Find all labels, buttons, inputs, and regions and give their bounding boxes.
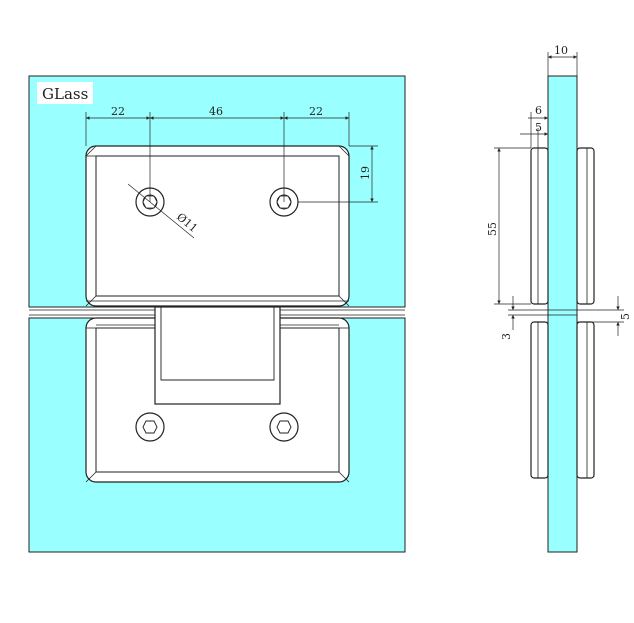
dim-left-offset: 22 bbox=[111, 105, 125, 118]
side-view: 10 6 5 55 3 5 bbox=[486, 44, 632, 553]
hinge-plate-top bbox=[85, 145, 350, 307]
screw-hole-bottom-right bbox=[269, 412, 299, 442]
dim-side-6: 6 bbox=[535, 104, 542, 117]
side-plate-left-top bbox=[530, 147, 549, 305]
dim-hole-spacing: 46 bbox=[209, 105, 223, 118]
dim-gap-3: 3 bbox=[500, 333, 513, 340]
screw-hole-bottom-left bbox=[135, 412, 165, 442]
dim-plate-height: 55 bbox=[486, 222, 499, 236]
dim-hole-vertical: 19 bbox=[359, 166, 372, 180]
side-plate-right-bottom bbox=[576, 321, 595, 479]
dim-side-5-top: 5 bbox=[535, 121, 542, 134]
glass-edge bbox=[547, 75, 578, 553]
side-plate-left-bottom bbox=[530, 321, 549, 479]
front-view: GLass bbox=[28, 75, 406, 553]
dim-glass-thickness: 10 bbox=[554, 44, 568, 57]
hinge-knuckle bbox=[96, 306, 339, 405]
glass-label-box bbox=[37, 82, 93, 104]
dim-gap-5: 5 bbox=[619, 313, 632, 320]
glass-label: GLass bbox=[42, 85, 88, 103]
dim-right-offset: 22 bbox=[309, 105, 323, 118]
side-plate-right-top bbox=[576, 147, 595, 305]
